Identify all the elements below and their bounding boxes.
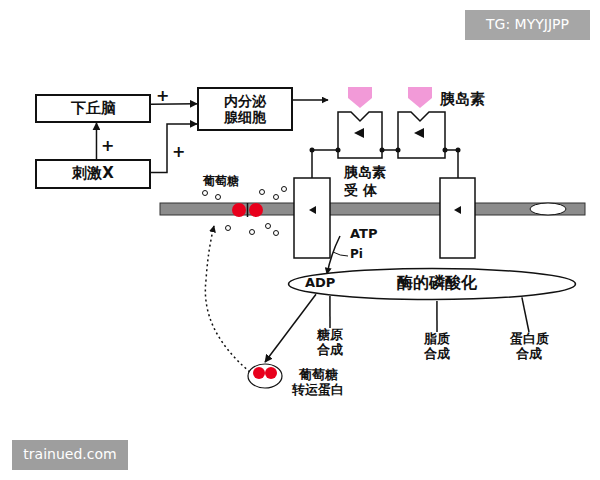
connector-arrow: [329, 296, 331, 328]
connector-arrow: [522, 297, 529, 332]
receptor-site: [414, 128, 424, 138]
cell-membrane: [160, 203, 585, 215]
node-text: 刺激X: [72, 165, 114, 182]
ellipse-outline: [289, 269, 576, 300]
transporter-protein: [265, 367, 277, 379]
connector-arrow: [151, 124, 197, 173]
receptor-beta: [440, 178, 475, 258]
insulin-molecule: [348, 87, 372, 108]
enzyme-ellipse: ADP 酶的磷酸化: [287, 267, 577, 301]
receptor-alpha: [338, 112, 382, 158]
glucose-label: 葡萄糖: [203, 174, 239, 189]
node-text: 脂质 合成: [422, 332, 452, 362]
transport-arrow: [205, 226, 250, 372]
link-dots: [310, 148, 461, 153]
process-text: 糖原 合成: [315, 328, 345, 362]
process-box: 下丘脑: [35, 94, 151, 123]
connector-arrow: [265, 294, 316, 362]
insulin-molecule: [408, 87, 432, 108]
pi-label: Pi: [350, 247, 363, 262]
receptor-label: 胰岛素 受 体: [344, 164, 392, 199]
watermark: trainued.com: [12, 440, 128, 470]
node-text: 糖原 合成: [315, 328, 345, 358]
receptor-alpha: [398, 112, 445, 158]
process-box: 内分泌 腺细胞: [197, 87, 293, 131]
process-text: 脂质 合成: [422, 332, 452, 366]
glucose-molecules: [203, 187, 287, 236]
insulin-label: 胰岛素: [440, 90, 485, 109]
atp-label: ATP: [350, 226, 377, 242]
membrane-protein: [530, 203, 566, 215]
node-text: 葡萄糖 转运蛋白: [290, 368, 346, 398]
glucose-transporter: [232, 203, 246, 217]
node-text: ADP: [305, 276, 335, 291]
watermark: TG: MYYJJPP: [465, 10, 590, 40]
edge-label: +: [101, 136, 114, 156]
connector-arrow: [96, 123, 98, 159]
node-text: 下丘脑: [71, 100, 116, 117]
receptor-site: [454, 206, 461, 214]
node-text: 内分泌 腺细胞: [222, 93, 268, 125]
edge-label: +: [172, 142, 185, 162]
transporter-vesicle: 葡萄糖 转运蛋白: [246, 362, 358, 402]
receptor-site: [354, 128, 364, 138]
transporter-channel: [247, 203, 249, 217]
transporter-protein: [253, 367, 265, 379]
atp-arrow: [327, 236, 340, 274]
edge-label: +: [156, 86, 169, 106]
node-text: 蛋白质 合成: [508, 332, 550, 362]
node-text: 酶的磷酸化: [397, 274, 477, 292]
receptor-beta: [294, 178, 330, 258]
receptor-site: [309, 206, 316, 214]
secretion-arrow: [293, 99, 328, 101]
stimulus-box: 刺激X: [35, 159, 151, 189]
vesicle-shape: [246, 362, 286, 392]
connector-arrow: [436, 301, 438, 332]
pi-arrow: [333, 252, 348, 256]
vesicle-outline: [248, 364, 282, 388]
glucose-transporter: [249, 203, 263, 217]
process-text: 蛋白质 合成: [508, 332, 550, 366]
